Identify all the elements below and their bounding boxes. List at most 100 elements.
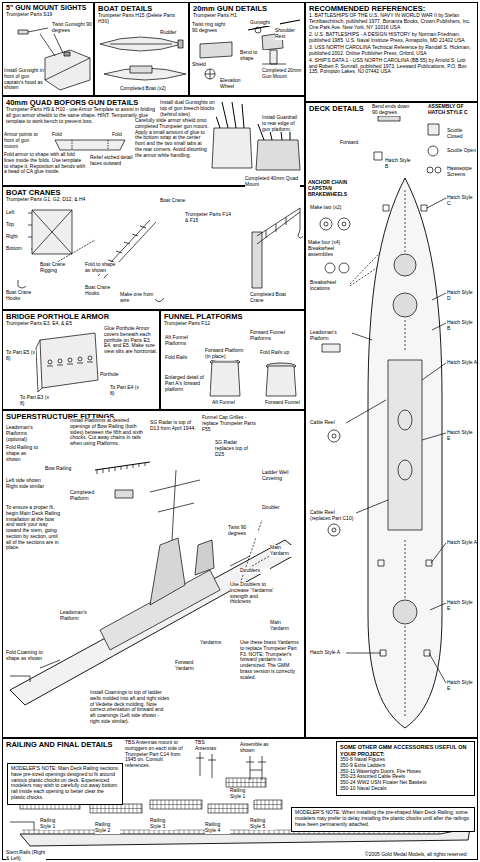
panel-heading: RECOMMENDED REFERENCES: (309, 4, 425, 13)
callout-label: Boat Crane Hooks (6, 290, 34, 302)
callout-label: Fold (52, 132, 67, 138)
panel-heading: 5" GUN MOUNT SIGHTS (6, 4, 86, 12)
callout-label: Forward Yardarm (175, 660, 210, 672)
porthole-armor-drawing (58, 359, 62, 363)
callout-label: Twist 90 degrees (228, 525, 258, 537)
callout-label: Relief etched detail faces outward (90, 155, 135, 167)
callout-label: ©2005 Gold Medal Models, all rights rese… (365, 852, 475, 858)
callout-label: Gunsight (250, 20, 280, 26)
gun-20mm-drawing (205, 69, 215, 79)
boat-drawing (100, 37, 186, 80)
funnel-drawing (266, 366, 296, 396)
instruction-panel: SUPERSTRUCTURE FITTINGS (2, 410, 305, 738)
deck-drawing (428, 124, 439, 135)
callout-label: Hawsepipe Screens (447, 166, 477, 178)
gun-sight-drawing (28, 28, 48, 32)
callout-label: Completed 20mm Gun Mount (262, 68, 302, 80)
bofors-drawing (212, 128, 252, 168)
railing-stanchions (90, 804, 142, 813)
deck-drawing (383, 205, 389, 211)
callout-label: Doubler (262, 505, 292, 511)
superstructure-drawing (115, 490, 133, 498)
callout-label: Forward Funnel (265, 400, 300, 406)
callout-label: Railing Style 1 (40, 818, 65, 830)
gun-sight-drawing (18, 30, 28, 34)
callout-label: Yardarms (200, 640, 230, 646)
deck-drawing (398, 410, 412, 430)
panel-heading: 40mm QUAD BOFORS GUN DETAILS (6, 98, 138, 107)
superstructure-drawing (97, 463, 145, 474)
callout-label: Railing Style 3 (150, 818, 175, 830)
panel-text: Trumpeter Parts H15 (Delete Parts H30) (98, 13, 185, 25)
deck-drawing (338, 218, 350, 230)
callout-label: Bend ends down 90 degrees (372, 104, 414, 116)
deck-drawing (332, 528, 336, 532)
callout-label: SG Radar replaces top of D25 (215, 440, 250, 457)
callout-label: Use these brass Yardarms to replace Trum… (240, 640, 302, 680)
superstructure-drawing (150, 538, 185, 605)
panel-text: 4. SHIP'S DATA 1 - USS NORTH CAROLINA (B… (309, 58, 474, 75)
railing-stanchions (254, 800, 282, 809)
callout-label: Hatch Style B (447, 320, 477, 332)
railing-strip (150, 800, 202, 809)
callout-label: Scuttle Open (447, 148, 477, 154)
callout-label: Forward Funnel Platforms (250, 330, 290, 342)
callout-label: Cable Reel (310, 420, 345, 426)
callout-label: Cable Reel (replaces Part C10) (310, 510, 355, 522)
gun-20mm-drawing (270, 50, 277, 64)
callout-label: Twist Gunsight 90 degrees (52, 22, 92, 34)
bofors-drawing (55, 140, 125, 150)
instruction-panel: RECOMMENDED REFERENCES:1. BATTLESHIPS OF… (305, 2, 478, 102)
callout-label: SG Radar is top of D13 from April 1944. (150, 420, 198, 432)
callout-label: Boat Crane Hooks (85, 285, 115, 297)
callout-label: Doublers (240, 568, 270, 574)
callout-label: Fold armor to shape with all fold lines … (4, 152, 86, 175)
callout-label: To ensure a proper fit, begin Main Deck … (6, 505, 61, 551)
porthole-armor-drawing (40, 333, 98, 388)
railing-strip (90, 804, 142, 813)
note-box: MODELER'S NOTE: Main Deck Railing sectio… (7, 763, 123, 805)
panel-heading: BOAT DETAILS (98, 4, 152, 13)
railing-strip (254, 800, 282, 809)
crane-drawing (18, 208, 303, 302)
callout-label: Hatch Style B (385, 158, 415, 170)
superstructure-drawing (40, 556, 250, 668)
callout-label: Hatch Style E (447, 680, 477, 692)
deck-drawing (328, 430, 340, 442)
callout-label: Hatch Style D (447, 290, 477, 302)
funnel-drawing (210, 362, 240, 396)
callout-label: Leadsman's Platform (60, 610, 100, 622)
callout-label: Bend to shape (240, 50, 268, 62)
boat-drawing (100, 37, 182, 51)
callout-label: Glue Porthole Armor covers beneath each … (104, 326, 158, 355)
callout-label: Twist ring sight 90 degrees (192, 22, 232, 34)
callout-label: Rudder (160, 30, 185, 36)
superstructure-drawing (195, 540, 214, 575)
callout-label: Make four (x4) Breakwheel assemblies (308, 240, 353, 257)
callout-label: Top (6, 222, 26, 228)
callout-label: Use Doublers to increase 'Yardarms' stre… (230, 582, 275, 605)
callout-label: Install Gunsight in front of gun captain… (4, 68, 44, 91)
callout-label: Install Coamings to top of ladder wells … (90, 690, 170, 725)
callout-label: Left (6, 210, 26, 216)
porthole-armor-drawing (78, 357, 82, 361)
callout-label: Forward (340, 140, 368, 146)
note-box: MODELER'S NOTE: When installing the pre-… (291, 807, 475, 832)
callout-label: Bow Railing (45, 466, 75, 472)
deck-drawing (393, 600, 417, 624)
callout-label: Fold to shape as shown (85, 262, 120, 274)
callout-label: Porthole (100, 372, 128, 378)
callout-label: Aft Funnel (212, 400, 237, 406)
deck-drawing (374, 152, 382, 160)
deck-drawing (325, 263, 335, 273)
callout-label: Fold Rails up (260, 350, 290, 356)
deck-drawing (322, 344, 340, 352)
callout-label: Carefully slide armor shield onto comple… (135, 118, 210, 158)
illustration (10, 20, 470, 846)
bofors-drawing (256, 140, 300, 170)
callout-label: Install Guardrail to rear edge of gun pl… (262, 115, 302, 132)
callout-label: ANCHOR CHAIN CAPSTAN BRAKEWHEELS (308, 180, 358, 197)
panel-text: 3. USS NORTH CAROLINA Technical Referenc… (309, 45, 474, 57)
callout-label: Shield (192, 62, 217, 68)
callout-label: Hatch Style E (447, 600, 477, 612)
